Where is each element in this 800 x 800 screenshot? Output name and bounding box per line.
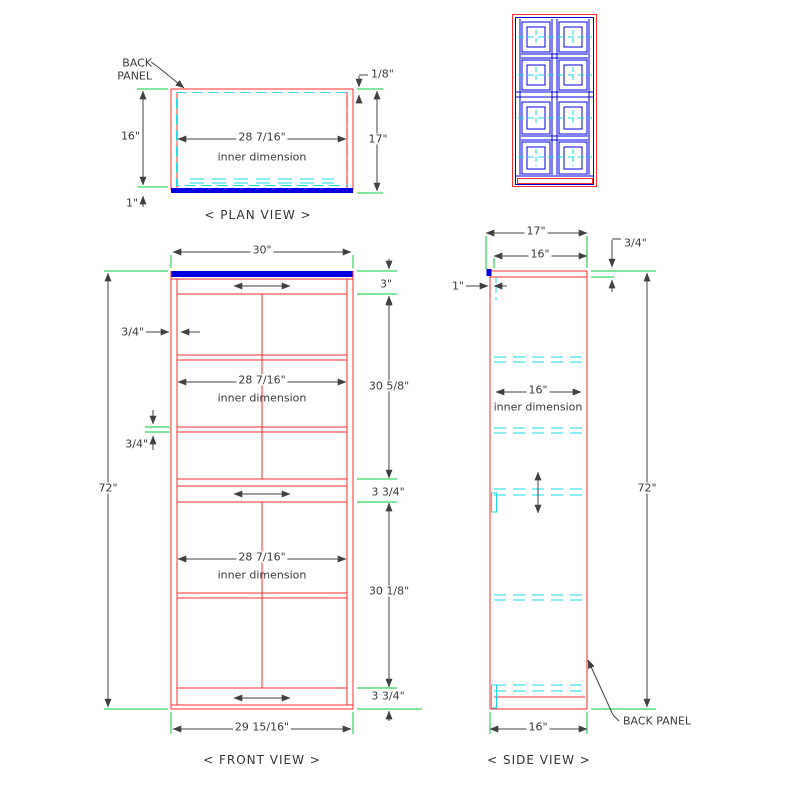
plan-extension-lines (137, 88, 383, 194)
front-dim-lower-opening: 30 1/8" (366, 584, 412, 598)
plan-dim-front: 1" (125, 196, 138, 210)
side-front-edge-dot (486, 269, 492, 276)
side-extension-lines (485, 236, 656, 734)
plan-dim-inner-width: 28 7/16" (236, 130, 288, 144)
side-dimension-lines (466, 229, 651, 733)
plan-view-title: < PLAN VIEW > (204, 208, 312, 222)
back-panel-leader (150, 61, 185, 89)
front-dim-upper-opening: 30 5/8" (366, 379, 412, 393)
front-dim-mid-section: 3 3/4" (369, 485, 407, 499)
front-dim-shelf-thickness: 3/4" (125, 437, 148, 451)
front-dim-case-width: 29 15/16" (232, 720, 292, 734)
side-dim-bottom-depth: 16" (526, 720, 550, 734)
side-hidden-lines (491, 277, 583, 709)
side-view-title: < SIDE VIEW > (487, 753, 591, 767)
plan-dim-back-thickness: 1/8" (371, 67, 394, 81)
side-dim-top-thickness: 3/4" (624, 236, 647, 250)
assembly-view-geometry (512, 14, 597, 187)
front-extension-lines (104, 255, 422, 734)
front-case-outline (170, 271, 354, 710)
plan-back-panel-label-1: BACK (122, 56, 152, 70)
front-dim-bottom-section: 3 3/4" (369, 689, 407, 703)
front-dim-inner-width-upper: 28 7/16" (236, 373, 288, 387)
side-view-geometry (466, 229, 656, 734)
front-dim-inner-width-lower: 28 7/16" (236, 550, 288, 564)
side-dim-case-depth: 16" (528, 247, 552, 261)
side-back-panel-label: BACK PANEL (623, 714, 692, 728)
plan-dim-depth: 16" (120, 129, 140, 143)
front-note-inner-upper: inner dimension (217, 391, 307, 405)
front-dim-height: 72" (96, 481, 120, 495)
plan-dim-total-depth: 17" (366, 132, 390, 146)
front-top-edge (171, 271, 353, 277)
front-dim-top-section: 3" (377, 277, 395, 291)
side-dim-total-depth: 17" (524, 224, 548, 238)
assembly-frame (515, 17, 594, 185)
back-panel-leader (587, 659, 620, 722)
plan-front-face-edge (171, 188, 353, 193)
assembly-hidden-lines (518, 30, 592, 166)
side-dim-height: 72" (635, 481, 659, 495)
side-note-inner: inner dimension (493, 400, 583, 414)
assembly-outline (512, 14, 597, 187)
front-dim-side-thickness: 3/4" (121, 325, 144, 339)
plan-hidden-lines (176, 92, 348, 186)
side-case-outline (489, 270, 588, 710)
front-view-title: < FRONT VIEW > (203, 753, 321, 767)
side-dim-front-lip: 1" (451, 279, 464, 293)
side-dim-inner-depth: 16" (526, 383, 550, 397)
plan-note-inner: inner dimension (217, 150, 307, 164)
plan-view-geometry (137, 61, 383, 207)
plan-back-panel-label-2: PANEL (117, 69, 152, 83)
front-note-inner-lower: inner dimension (217, 568, 307, 582)
assembly-door-panels (521, 21, 588, 175)
front-dim-top-width: 30" (250, 243, 274, 257)
